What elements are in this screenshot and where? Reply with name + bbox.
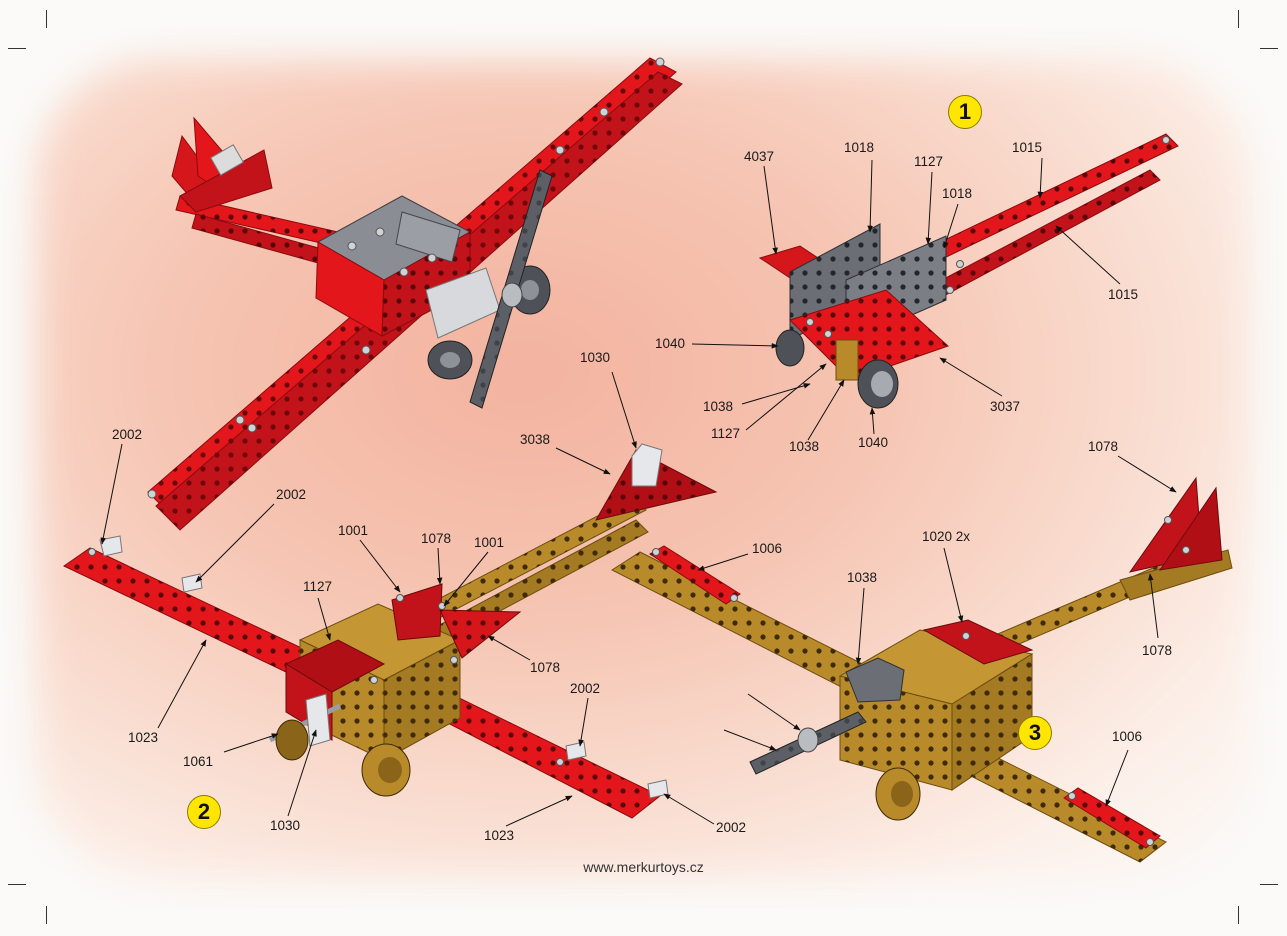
step-3-badge: 3 — [1018, 716, 1052, 750]
part-label-2002: 2002 — [716, 820, 747, 835]
part-label-1078: 1078 — [530, 660, 561, 675]
step-1-badge: 1 — [948, 95, 982, 129]
part-label-1078: 1078 — [1088, 439, 1119, 454]
part-label-1001: 1001 — [474, 535, 505, 550]
step-2-assembly — [63, 443, 718, 819]
crop-mark-tr-v — [1238, 10, 1239, 28]
part-label-1127: 1127 — [914, 154, 944, 169]
body-box — [315, 195, 501, 339]
propeller — [469, 169, 553, 409]
part-label-1006: 1006 — [1112, 729, 1143, 744]
part-label-1078: 1078 — [421, 531, 452, 546]
part-label-1038: 1038 — [789, 439, 820, 454]
part-label-1015: 1015 — [1012, 140, 1043, 155]
part-label-1001: 1001 — [338, 523, 369, 538]
crop-mark-tl-v — [46, 10, 47, 28]
part-label-3037: 3037 — [990, 399, 1021, 414]
part-label-1020-2x: 1020 2x — [922, 529, 971, 544]
part-label-1018: 1018 — [942, 186, 973, 201]
part-label-2002: 2002 — [112, 427, 143, 442]
part-label-1030: 1030 — [270, 818, 301, 833]
part-label-1015: 1015 — [1108, 287, 1139, 302]
part-label-1040: 1040 — [858, 435, 889, 450]
leader-lines — [100, 157, 1177, 827]
part-label-1127: 1127 — [303, 579, 333, 594]
part-label-2002: 2002 — [570, 681, 601, 696]
finished-plane-model — [147, 57, 683, 531]
crop-mark-tl-h — [8, 48, 26, 49]
part-label-1023: 1023 — [484, 828, 515, 843]
part-label-1040: 1040 — [655, 336, 686, 351]
part-label-1018: 1018 — [844, 140, 875, 155]
step-1-assembly — [758, 133, 1179, 409]
part-label-1061: 1061 — [183, 754, 214, 769]
crop-mark-bl-v — [46, 906, 47, 924]
part-label-1023: 1023 — [128, 730, 159, 745]
crop-mark-bl-h — [8, 884, 26, 885]
part-label-3038: 3038 — [520, 432, 551, 447]
crop-mark-tr-h — [1260, 48, 1278, 49]
step-2-badge: 2 — [187, 795, 221, 829]
part-label-1038: 1038 — [847, 570, 878, 585]
part-label-1078: 1078 — [1142, 643, 1173, 658]
part-label-1006: 1006 — [752, 541, 783, 556]
part-label-2002: 2002 — [276, 487, 307, 502]
part-label-1038: 1038 — [703, 399, 734, 414]
part-label-4037: 4037 — [744, 149, 775, 164]
tail-fins — [171, 116, 273, 213]
part-label-1030: 1030 — [580, 350, 611, 365]
footer-website[interactable]: www.merkurtoys.cz — [583, 859, 704, 875]
crop-mark-br-v — [1238, 906, 1239, 924]
bolts — [147, 57, 665, 499]
crop-mark-br-h — [1260, 884, 1278, 885]
part-label-1127: 1127 — [711, 426, 741, 441]
step-3-assembly — [610, 476, 1233, 863]
